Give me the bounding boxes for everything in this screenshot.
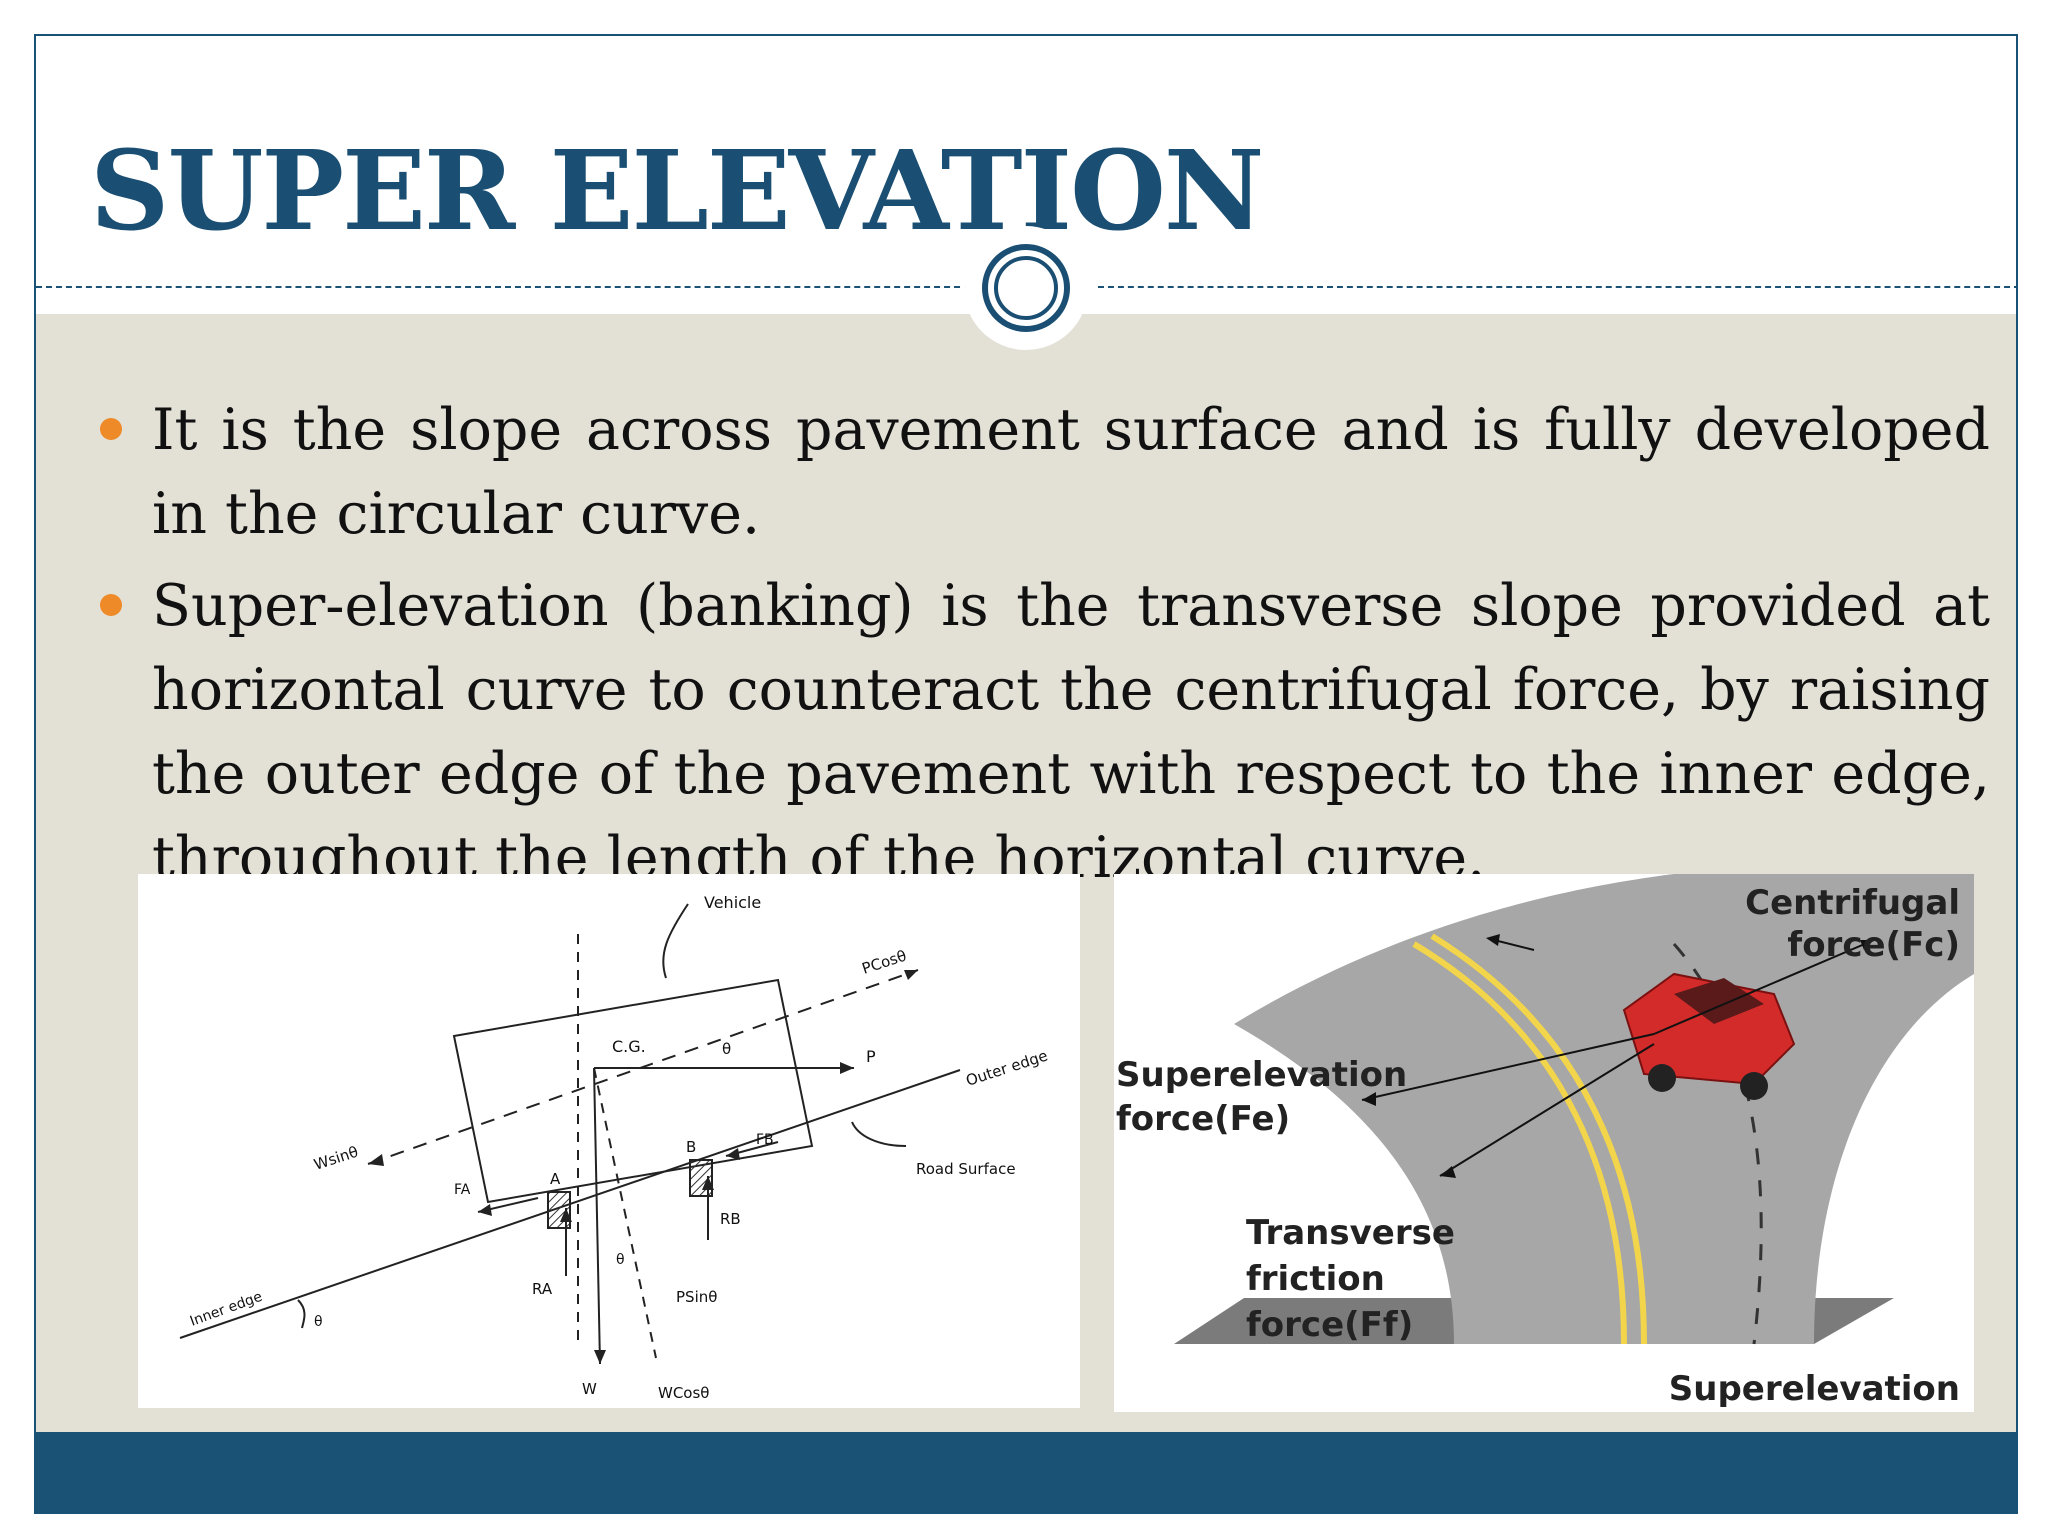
red-car (1622, 972, 1796, 1100)
p-arrowhead (840, 1062, 854, 1074)
ra-arrowhead (560, 1208, 572, 1222)
force-diagram-image: Vehicle PCosθ C.G. θ P Outer edge Wsinθ … (138, 874, 1080, 1408)
superelevation-force-arrow (1361, 1033, 1655, 1101)
label-outer-edge: Outer edge (964, 1046, 1050, 1089)
bullet-dot (100, 418, 122, 440)
label-wsin: Wsinθ (312, 1143, 361, 1174)
label-theta-w: θ (616, 1252, 625, 1268)
title-divider-right (1098, 286, 2016, 288)
w-arrowhead (594, 1350, 606, 1364)
label-rb: RB (720, 1210, 741, 1228)
bullet-text: Super-elevation (banking) is the transve… (152, 573, 1990, 891)
label-psin: PSinθ (676, 1288, 717, 1306)
friction-arrowhead (1440, 1166, 1456, 1178)
bullet-list: It is the slope across pavement surface … (100, 388, 1990, 908)
road-surface (1234, 874, 1974, 1344)
superelevation-arrowhead (1362, 1092, 1376, 1106)
label-road-surface: Road Surface (916, 1160, 1016, 1178)
label-w: W (582, 1380, 597, 1398)
label-transverse-3: force(Ff) (1246, 1305, 1413, 1345)
vehicle-pointer (662, 903, 689, 979)
pcos-arrowhead (904, 970, 918, 980)
divider-circle-inner-ring (994, 256, 1058, 320)
slide-frame: SUPER ELEVATION It is the slope across p… (34, 34, 2018, 1514)
label-b: B (686, 1138, 696, 1156)
label-inner-edge: Inner edge (188, 1289, 265, 1330)
label-fb: FB (756, 1132, 774, 1148)
label-centrifugal-1: Centrifugal (1745, 883, 1960, 923)
rb-arrowhead (702, 1176, 714, 1190)
label-pcos: PCosθ (860, 947, 909, 978)
wcos-line (593, 1067, 657, 1359)
centrifugal-arrowhead (1860, 940, 1874, 950)
slide-title: SUPER ELEVATION (90, 126, 1264, 255)
label-p: P (866, 1047, 876, 1066)
vehicle-body (452, 978, 814, 1204)
bullet-dot (100, 594, 122, 616)
title-divider-left (36, 286, 970, 288)
center-line-2 (1430, 933, 1647, 1345)
label-superelevation: Superelevation (1669, 1369, 1960, 1409)
divider-circle-ornament (982, 244, 1070, 332)
label-a: A (550, 1170, 561, 1188)
road-direction-arrowhead (1486, 934, 1500, 946)
label-transverse-2: friction (1246, 1259, 1385, 1299)
label-theta-inner: θ (314, 1314, 323, 1330)
road-surface-pointer (851, 1121, 907, 1147)
w-arrow (593, 1067, 601, 1365)
fb-arrowhead (726, 1148, 740, 1160)
label-wcos: WCosθ (658, 1384, 709, 1402)
label-theta-cg: θ (722, 1040, 731, 1058)
fa-arrowhead (478, 1204, 492, 1216)
centrifugal-arrow (1653, 939, 1875, 1035)
wsin-arrowhead (368, 1154, 384, 1166)
label-transverse-1: Transverse (1246, 1213, 1455, 1253)
bullet-item: Super-elevation (banking) is the transve… (100, 564, 1990, 900)
label-cg: C.G. (612, 1037, 646, 1056)
label-superelevation-force-2: force(Fe) (1116, 1099, 1290, 1139)
road-illustration-drawing: Centrifugal force(Fc) Superelevation for… (1116, 874, 1974, 1409)
road-illustration-image: Centrifugal force(Fc) Superelevation for… (1114, 874, 1974, 1412)
center-line-1 (1412, 941, 1627, 1345)
label-ra: RA (532, 1280, 553, 1298)
friction-arrow (1439, 1043, 1655, 1177)
bullet-item: It is the slope across pavement surface … (100, 388, 1990, 556)
label-fa: FA (454, 1182, 471, 1198)
inner-angle-arc (297, 1299, 306, 1329)
label-vehicle: Vehicle (704, 893, 761, 912)
bullet-text: It is the slope across pavement surface … (152, 397, 1990, 547)
lane-dash-line (1672, 943, 1763, 1345)
label-centrifugal-2: force(Fc) (1787, 925, 1960, 965)
label-superelevation-force-1: Superelevation (1116, 1055, 1407, 1095)
force-diagram-drawing: Vehicle PCosθ C.G. θ P Outer edge Wsinθ … (179, 893, 1050, 1402)
footer-bar (36, 1432, 2016, 1512)
road-direction-arrow (1493, 939, 1535, 951)
